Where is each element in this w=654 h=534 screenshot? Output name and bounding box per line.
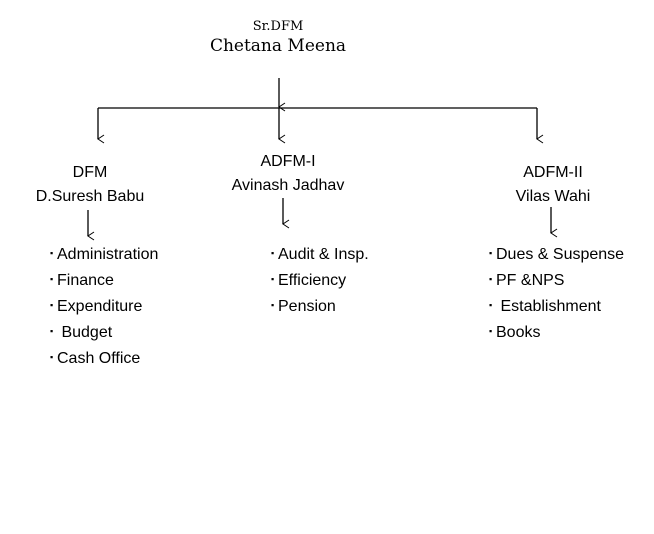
list-item: ▪PF &NPS: [489, 267, 624, 293]
adfm-ii-node: ADFM-II Vilas Wahi: [483, 161, 623, 209]
bullet-icon: ▪: [271, 248, 275, 258]
adfm-i-title: ADFM-I: [260, 153, 316, 170]
adfm-i-list: ▪Audit & Insp. ▪Efficiency ▪Pension: [271, 241, 369, 319]
bullet-icon: ▪: [489, 300, 493, 310]
list-item: ▪Cash Office: [50, 345, 158, 371]
adfm-ii-title: ADFM-II: [523, 164, 583, 181]
bullet-icon: ▪: [50, 274, 54, 284]
list-item: ▪Books: [489, 319, 624, 345]
list-item: ▪Audit & Insp.: [271, 241, 369, 267]
dfm-node: DFM D.Suresh Babu: [20, 161, 160, 209]
bullet-icon: ▪: [271, 274, 275, 284]
bullet-icon: ▪: [271, 300, 275, 310]
head-title: Sr.DFM: [252, 19, 304, 34]
adfm-ii-list: ▪Dues & Suspense ▪PF &NPS ▪ Establishmen…: [489, 241, 624, 345]
list-item: ▪Dues & Suspense: [489, 241, 624, 267]
adfm-i-node: ADFM-I Avinash Jadhav: [213, 150, 363, 198]
list-item: ▪ Budget: [50, 319, 158, 345]
list-item: ▪Administration: [50, 241, 158, 267]
bullet-icon: ▪: [489, 326, 493, 336]
bullet-icon: ▪: [50, 248, 54, 258]
dfm-list: ▪Administration ▪Finance ▪Expenditure ▪ …: [50, 241, 158, 371]
list-item: ▪Finance: [50, 267, 158, 293]
bullet-icon: ▪: [50, 352, 54, 362]
adfm-i-name: Avinash Jadhav: [231, 177, 345, 194]
dfm-name: D.Suresh Babu: [35, 188, 145, 205]
head-name: Chetana Meena: [209, 36, 347, 56]
dfm-title: DFM: [72, 164, 108, 181]
list-item: ▪Pension: [271, 293, 369, 319]
bullet-icon: ▪: [489, 248, 493, 258]
adfm-ii-name: Vilas Wahi: [515, 188, 591, 205]
list-item: ▪Expenditure: [50, 293, 158, 319]
bullet-icon: ▪: [50, 326, 54, 336]
list-item: ▪Efficiency: [271, 267, 369, 293]
head-node: Sr.DFM Chetana Meena: [188, 19, 368, 57]
bullet-icon: ▪: [50, 300, 54, 310]
list-item: ▪ Establishment: [489, 293, 624, 319]
bullet-icon: ▪: [489, 274, 493, 284]
